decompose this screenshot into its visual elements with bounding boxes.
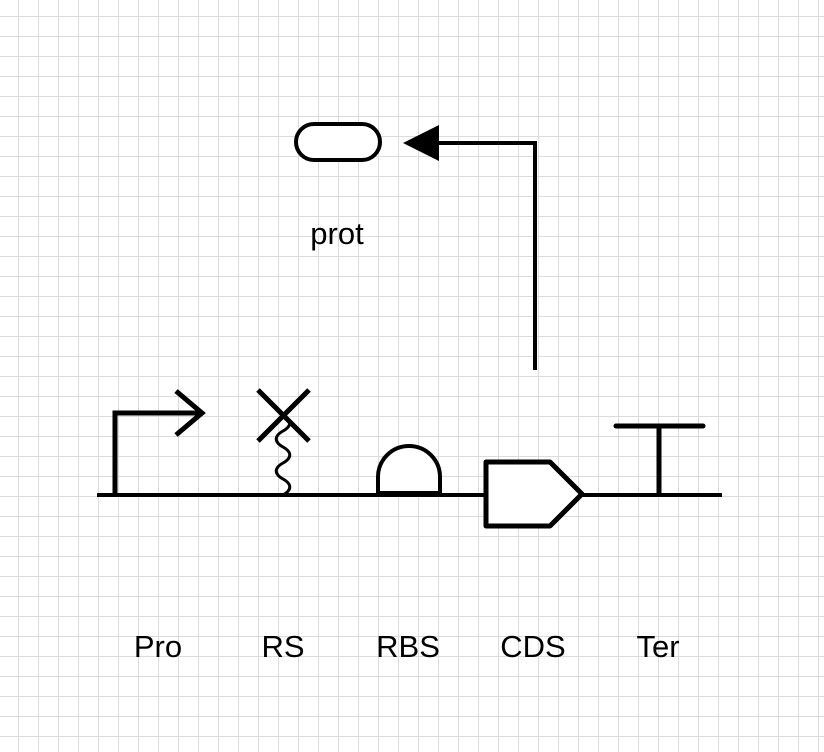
rbs-glyph [376, 444, 442, 495]
protein-label: prot [310, 216, 364, 251]
restriction-site-glyph [256, 388, 311, 497]
terminator-label: Ter [636, 629, 680, 664]
rbs-label: RBS [376, 629, 440, 664]
terminator-glyph [613, 423, 706, 495]
production-arrowhead [403, 125, 439, 161]
protein-glyph [294, 122, 382, 162]
restriction-site-label: RS [261, 629, 305, 664]
promoter-label: Pro [133, 629, 183, 664]
promoter-glyph [112, 389, 206, 495]
production-arrow-line [435, 141, 537, 370]
cds-glyph [483, 459, 585, 529]
cds-label: CDS [500, 629, 566, 664]
